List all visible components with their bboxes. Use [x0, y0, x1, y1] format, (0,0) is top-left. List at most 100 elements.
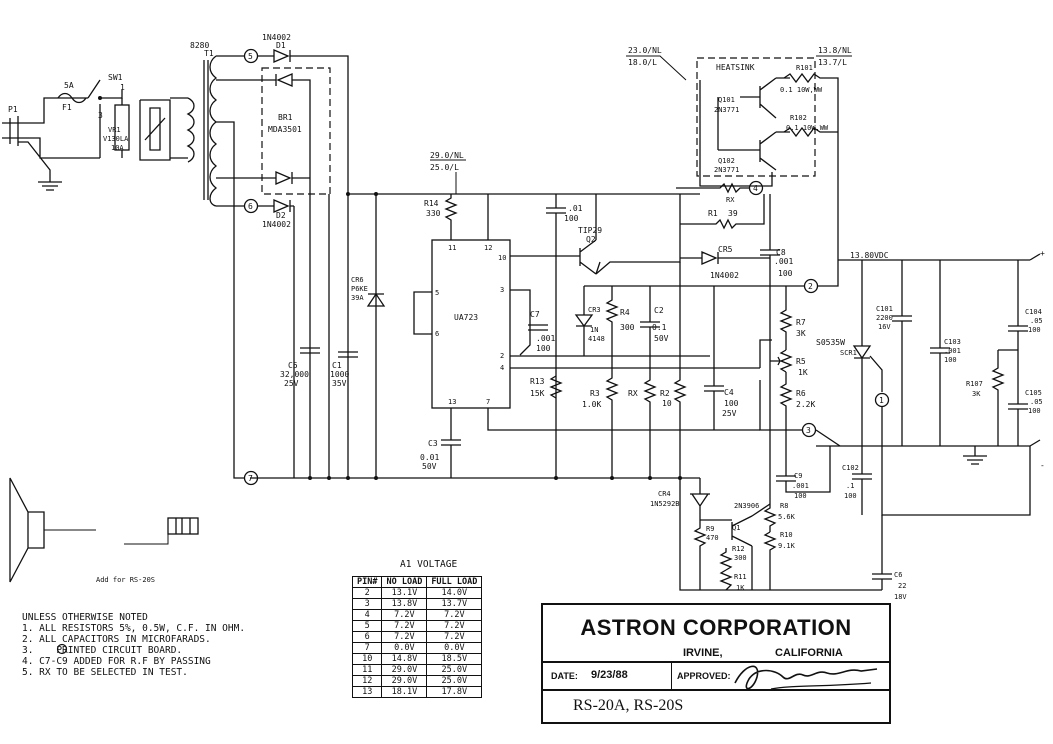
voltage-table-header: PIN# NO LOAD FULL LOAD	[351, 576, 483, 588]
c102-label: C102	[842, 464, 859, 472]
capacitor-c5: C5 32,000 25V	[280, 347, 320, 388]
pin-6: 6	[435, 330, 439, 338]
c6-rating: 18V	[894, 593, 907, 601]
transistor-q2: TIP29 Q2	[578, 194, 602, 275]
notes-block: UNLESS OTHERWISE NOTED 1. ALL RESISTORS …	[22, 612, 245, 678]
pin-cell: 13	[351, 686, 383, 698]
cr3-part1: 1N	[590, 326, 598, 334]
resistor-r9: R9 470	[693, 520, 719, 590]
r1-value: 39	[728, 209, 738, 218]
r8-value: 5.6K	[778, 513, 796, 521]
r14-value: 330	[426, 209, 441, 218]
c7-label: C7	[530, 310, 540, 319]
approved-label: APPROVED:	[677, 671, 731, 681]
diode-cr5: CR5 1N4002	[680, 245, 770, 280]
pin-cell: 10	[351, 653, 383, 665]
c7-value: .001	[536, 334, 555, 343]
resistor-r11: R11 1K	[719, 569, 747, 592]
c103-value: .001	[944, 347, 961, 355]
cr6-part: P6KE	[351, 285, 368, 293]
c6-label: C6	[894, 571, 902, 579]
tvs-diode-cr6: CR6 P6KE 39A	[351, 276, 386, 307]
diode-d2: D2 1N4002	[258, 199, 294, 229]
pin-12: 12	[484, 244, 492, 252]
r4-label: R4	[620, 308, 630, 317]
node-6	[243, 198, 259, 214]
r2-label: R2	[660, 389, 670, 398]
r4-value: 300	[620, 323, 635, 332]
full-load-cell: 14.0V	[426, 587, 483, 599]
pin-cell: 7	[351, 642, 383, 654]
col-no-load: NO LOAD	[381, 576, 428, 588]
capacitor-c7: C7 .001 100	[528, 310, 555, 353]
no-load-cell: 18.1V	[381, 686, 428, 698]
resistor-r2: R2 10	[660, 262, 687, 478]
c103-label: C103	[944, 338, 961, 346]
vin-load: 25.0/L	[430, 163, 459, 172]
vout-load: 13.7/L	[818, 58, 847, 67]
no-load-cell: 13.8V	[381, 598, 428, 610]
resistor-rx2: RX	[676, 182, 750, 204]
r6-label: R6	[796, 389, 806, 398]
capacitor-c101: C101 2200 16V	[876, 260, 912, 446]
no-load-cell: 0.0V	[381, 642, 428, 654]
vr1-part: V130LA	[103, 135, 129, 143]
capacitor-c9: C9 .001 100	[776, 430, 831, 500]
f1-label: F1	[62, 103, 72, 112]
c8-value: .001	[774, 257, 793, 266]
potentiometer-r5: R5 1K	[770, 349, 808, 377]
no-load-cell: 14.8V	[381, 653, 428, 665]
c7-rating: 100	[536, 344, 551, 353]
no-load-cell: 29.0V	[381, 675, 428, 687]
add-for-note: Add for RS-20S	[96, 576, 155, 584]
d2-label: D2	[276, 211, 286, 220]
c105-rating: 100	[1028, 407, 1041, 415]
node-5-label: 5	[248, 52, 253, 61]
r5-label: R5	[796, 357, 806, 366]
node-5	[243, 48, 259, 64]
c104-value: .05	[1030, 317, 1043, 325]
r101-value: 0.1 10W,WW	[780, 86, 823, 94]
model-numbers: RS-20A, RS-20S	[573, 697, 684, 714]
full-load-cell: 0.0V	[426, 642, 483, 654]
switch-sw1: SW1 1 3	[87, 73, 125, 158]
output-voltage: 13.80VDC	[850, 251, 889, 260]
c5-value: 32,000	[280, 370, 309, 379]
r7-label: R7	[796, 318, 806, 327]
resistor-r6: R6 2.2K	[779, 372, 815, 430]
r9-label: R9	[706, 525, 714, 533]
rx2-label: RX	[726, 196, 735, 204]
full-load-cell: 17.8V	[426, 686, 483, 698]
transformer-t1: 8280 T1	[170, 41, 218, 207]
full-load-cell: 18.5V	[426, 653, 483, 665]
note-1: 1. ALL RESISTORS 5%, 0.5W, C.F. IN OHM.	[22, 623, 246, 634]
c102-value: .1	[846, 482, 854, 490]
cr5-label: CR5	[718, 245, 733, 254]
pin-cell: 3	[351, 598, 383, 610]
cr6-label: CR6	[351, 276, 364, 284]
c103-rating: 100	[944, 356, 957, 364]
resistor-r12: R12 300	[719, 545, 747, 571]
c104-label: C104	[1025, 308, 1042, 316]
scr-scr1: S0535W SCR1	[816, 260, 883, 446]
sw1-pin3: 3	[98, 111, 103, 120]
c101-label: C101	[876, 305, 893, 313]
rx-label: RX	[628, 389, 638, 398]
capacitor-c-01: .01 100	[546, 194, 583, 478]
q102-part: 2N3771	[714, 166, 739, 174]
c101-rating: 16V	[878, 323, 891, 331]
q2-part: TIP29	[578, 226, 602, 235]
d1-label: D1	[276, 41, 286, 50]
pin-13: 13	[448, 398, 456, 406]
full-load-cell: 25.0V	[426, 664, 483, 676]
capacitor-c104: C104 .05 100	[1008, 260, 1043, 390]
r2-value: 10	[662, 399, 672, 408]
pin-cell: 6	[351, 631, 383, 643]
node-6-label: 6	[248, 202, 253, 211]
capacitor-c103: C103 .001 100	[930, 260, 961, 446]
c5-rating: 25V	[284, 379, 299, 388]
